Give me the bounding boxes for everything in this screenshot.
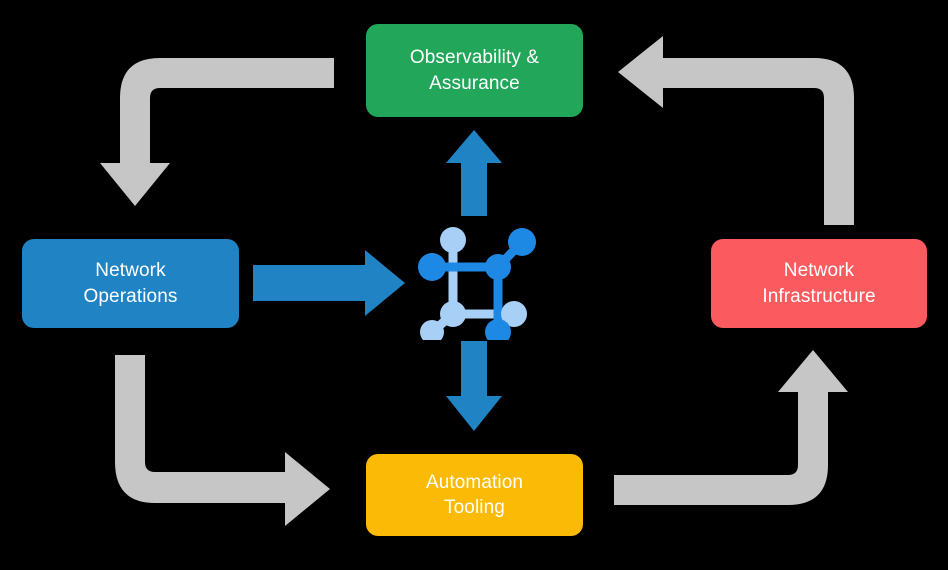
connector-center-to-automation <box>446 341 502 431</box>
connector-center-to-observability <box>446 130 502 216</box>
connector-automation-to-infrastructure <box>614 350 848 505</box>
connector-observability-to-operations <box>100 58 334 206</box>
connector-operations-to-automation <box>115 355 330 526</box>
node-box-network-operations[interactable]: Network Operations <box>22 239 239 328</box>
node-box-automation-tooling[interactable]: Automation Tooling <box>366 454 583 536</box>
network-graph-icon <box>418 227 536 340</box>
connector-infrastructure-to-observability <box>618 36 854 225</box>
node-box-observability[interactable]: Observability & Assurance <box>366 24 583 117</box>
connector-operations-to-center <box>253 250 405 316</box>
node-box-network-infrastructure[interactable]: Network Infrastructure <box>711 239 927 328</box>
